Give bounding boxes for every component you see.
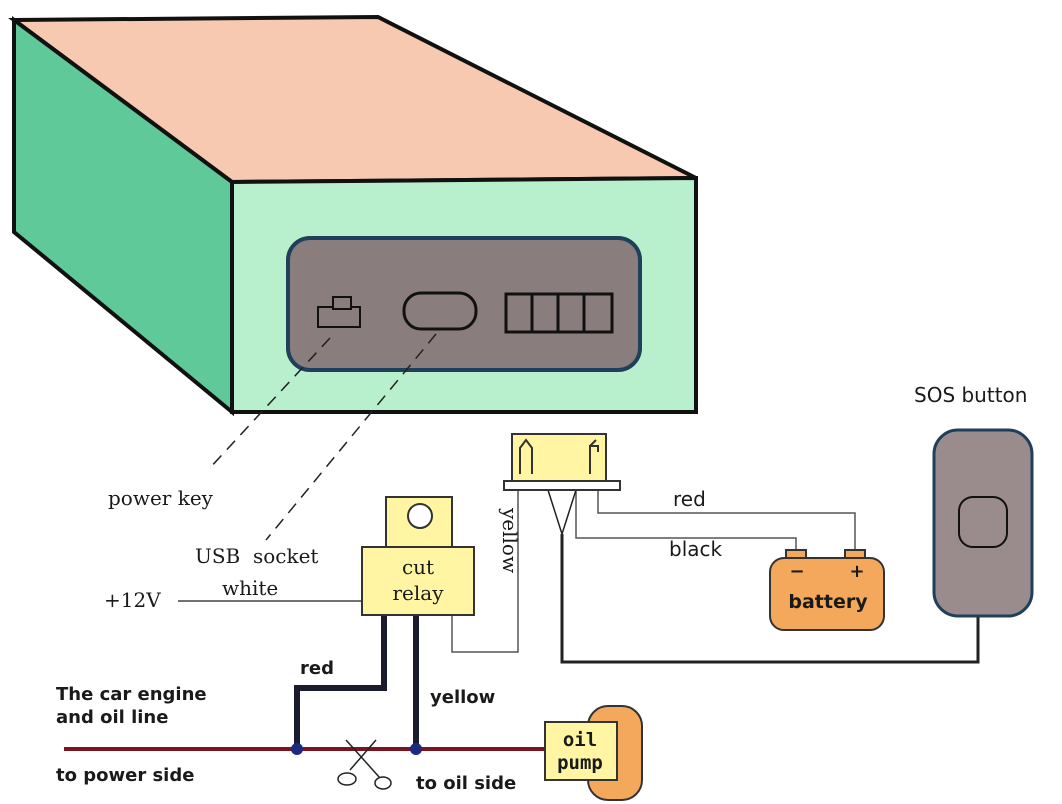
cut-relay: cut relay [361, 496, 475, 616]
black-wire-label: black [669, 537, 723, 561]
cut-scissors-icon [337, 739, 392, 790]
oil-pump-label-line2: pump [557, 752, 603, 774]
wire-connector [503, 433, 621, 491]
power-key-switch [317, 296, 361, 328]
connector-pin-left-icon [519, 438, 533, 474]
sos-button-label: SOS button [914, 383, 1027, 407]
battery-minus-sign: − [789, 561, 804, 582]
cut-relay-body [361, 546, 475, 616]
battery-body [769, 557, 885, 631]
yellow-wire-bottom-label: yellow [430, 687, 495, 708]
engine-label-line2: and oil line [56, 707, 168, 728]
yellow-vertical-label: yellow [498, 507, 522, 573]
battery: − + battery [769, 549, 885, 631]
to-oil-side-label: to oil side [416, 773, 516, 794]
sos-wire-right [561, 489, 577, 535]
wires [64, 489, 980, 751]
yellow-wire-relay-to-connector [451, 490, 519, 653]
cut-relay-label-line1: cut [402, 555, 434, 579]
oil-pump-label-line1: oil [563, 729, 597, 751]
red-wire-top-label: red [673, 487, 706, 511]
power-key-leader [207, 337, 331, 471]
sos-button [932, 428, 1034, 618]
oil-line-node-power [291, 743, 303, 755]
to-power-side-label: to power side [56, 765, 194, 786]
red-wire-to-power-side [294, 616, 387, 749]
cut-relay-mount-hole [407, 503, 433, 529]
battery-label: battery [788, 591, 868, 613]
sos-button-key-icon [958, 496, 1008, 548]
engine-label-line1: The car engine [56, 684, 207, 705]
usb-socket-port [402, 291, 478, 331]
tracker-box [8, 14, 698, 417]
sos-button-body [932, 428, 1034, 618]
sos-wire-left [547, 489, 563, 535]
oil-pump-label-box [544, 721, 618, 781]
power-key-label: power key [108, 486, 214, 510]
plus-12v-label: +12V [104, 588, 161, 612]
white-wire-label: white [222, 576, 278, 600]
usb-socket-label: USB socket [195, 544, 318, 568]
red-wire-to-battery-plus [597, 490, 856, 550]
connector-port-block [504, 292, 614, 334]
red-wire-bottom-label: red [300, 658, 334, 679]
cut-relay-label-line2: relay [392, 581, 444, 605]
usb-socket-leader [265, 333, 437, 541]
sos-button-wire [560, 534, 980, 664]
battery-plus-sign: + [849, 561, 864, 582]
oil-line-node-oil [410, 743, 422, 755]
connector-pin-right-icon [589, 439, 599, 474]
oil-pump: oil pump [544, 705, 643, 801]
black-wire-to-battery-minus [575, 490, 797, 550]
